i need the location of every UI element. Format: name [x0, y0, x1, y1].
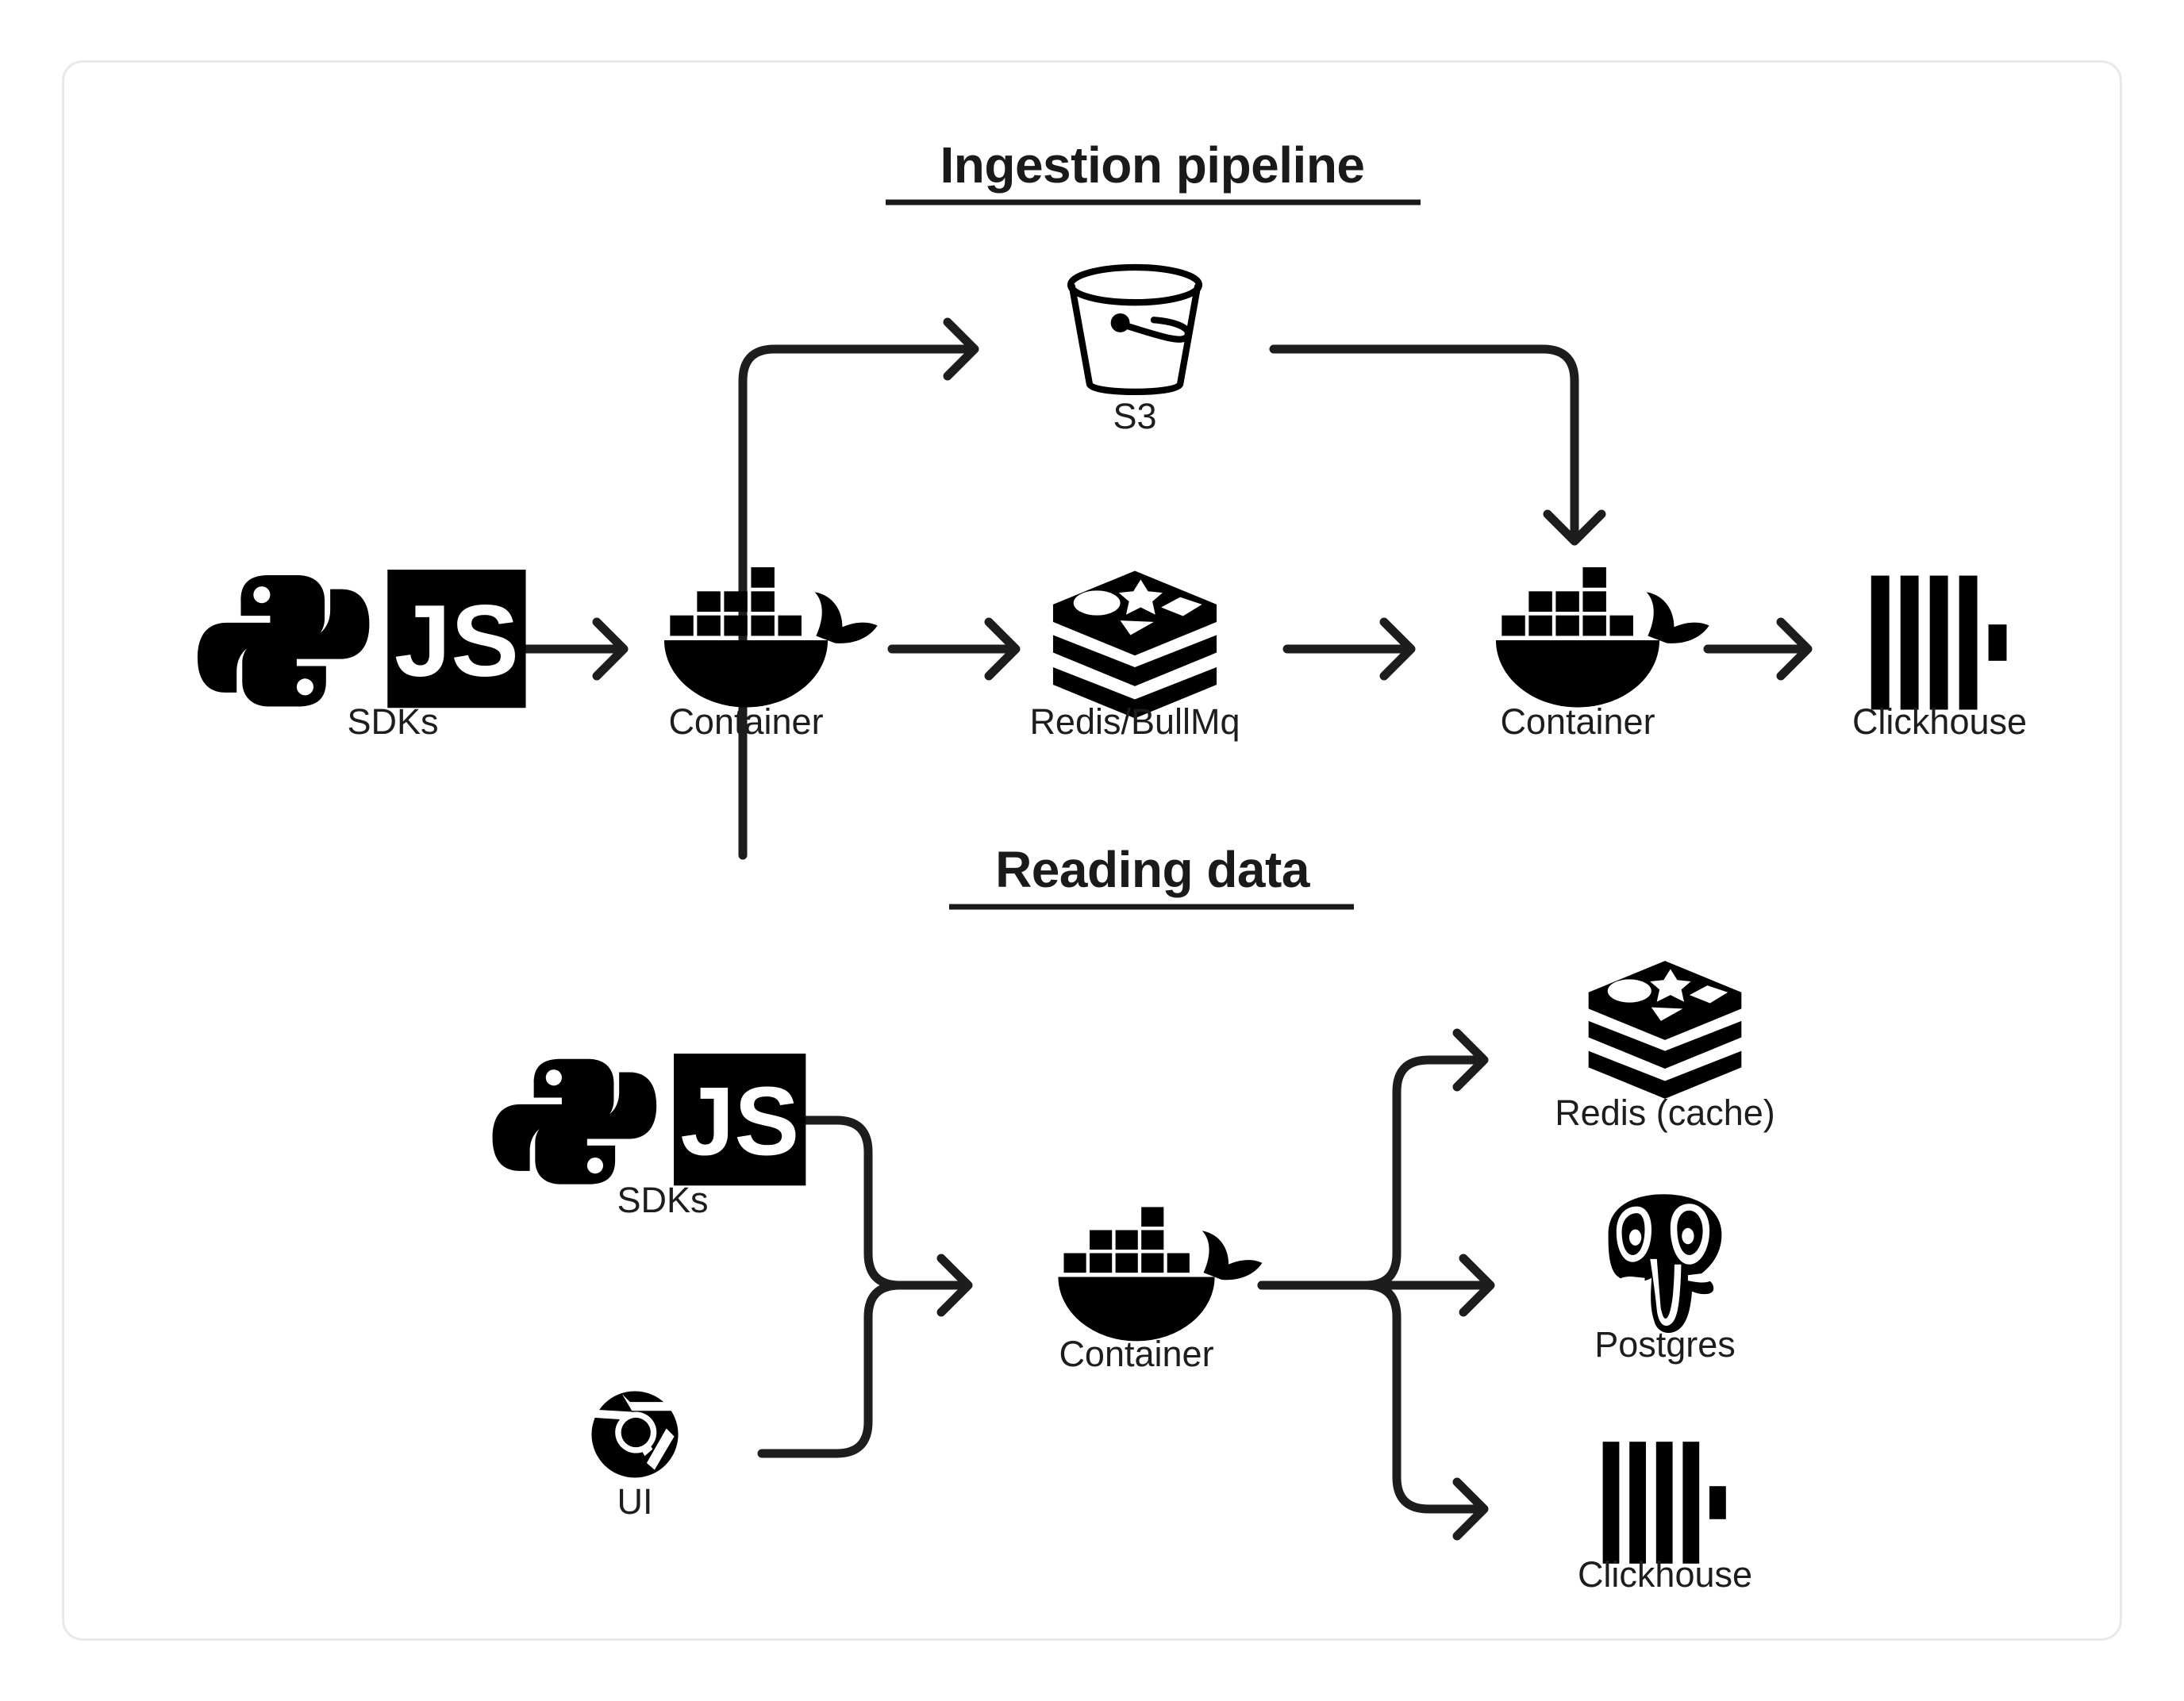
section-reading: Reading data SDKs [492, 841, 1775, 1595]
node-label-clickhouse: Clickhouse [1852, 701, 2027, 742]
node-sdks-reading[interactable]: SDKs [492, 1054, 806, 1220]
node-label-container-1: Container [668, 701, 823, 742]
node-label-ui: UI [617, 1481, 653, 1522]
docker-whale-icon [663, 566, 878, 708]
node-label-container-2: Container [1500, 701, 1655, 742]
diagram-card [62, 60, 2122, 1641]
python-js-icon [492, 1054, 806, 1186]
edge-container2-to-clickhouse [1703, 622, 1808, 676]
edge-s3-to-container2 [1269, 344, 1601, 541]
edge-container-to-clickhouse [1257, 1281, 1484, 1536]
node-redis-bullmq[interactable]: Redis/BullMq [1029, 570, 1240, 742]
edge-container1-to-redis [887, 622, 1016, 676]
node-postgres[interactable]: Postgres [1594, 1186, 1736, 1365]
node-s3[interactable]: S3 [1071, 267, 1199, 436]
python-js-icon [197, 570, 526, 708]
clickhouse-bars-icon [1602, 1442, 1726, 1564]
node-label-postgres: Postgres [1594, 1324, 1736, 1365]
node-label-sdks: SDKs [347, 701, 438, 742]
node-label-clickhouse-reading: Clickhouse [1578, 1554, 1752, 1595]
node-ui[interactable]: UI [591, 1391, 679, 1522]
edge-container1-to-s3 [738, 322, 975, 860]
node-container-1[interactable]: Container [663, 566, 878, 742]
clickhouse-bars-icon [1871, 575, 2007, 710]
node-label-redis-cache: Redis (cache) [1555, 1092, 1775, 1133]
node-label-container-reading: Container [1059, 1334, 1213, 1374]
edge-container-to-redis-cache [1257, 1033, 1484, 1290]
edge-redis-to-container2 [1282, 622, 1411, 676]
node-label-s3: S3 [1113, 396, 1156, 436]
edge-ui-to-container [757, 1281, 905, 1458]
chrome-icon [591, 1391, 679, 1478]
node-container-2[interactable]: Container [1495, 566, 1709, 742]
docker-whale-icon [1495, 566, 1709, 708]
redis-stack-icon [1052, 570, 1217, 719]
node-sdks[interactable]: SDKs [197, 570, 526, 742]
postgres-elephant-icon [1600, 1186, 1730, 1341]
ingestion-title: Ingestion pipeline [940, 136, 1364, 194]
s3-bucket-icon [1071, 267, 1199, 392]
section-ingestion: Ingestion pipeline [197, 136, 2027, 860]
node-clickhouse[interactable]: Clickhouse [1852, 575, 2027, 742]
redis-stack-icon [1588, 961, 1742, 1099]
node-container-reading[interactable]: Container [1058, 1207, 1263, 1374]
node-redis-cache[interactable]: Redis (cache) [1555, 961, 1775, 1133]
docker-whale-icon [1058, 1207, 1263, 1342]
node-label-sdks-reading: SDKs [617, 1180, 708, 1220]
reading-title: Reading data [995, 841, 1310, 898]
node-clickhouse-reading[interactable]: Clickhouse [1578, 1442, 1752, 1595]
node-label-redis-bullmq: Redis/BullMq [1029, 701, 1240, 742]
